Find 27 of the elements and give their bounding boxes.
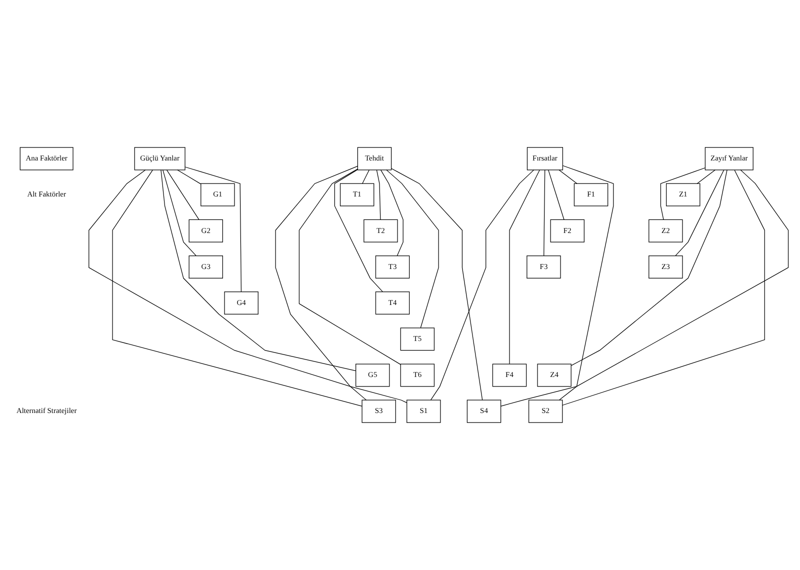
connector	[660, 168, 706, 220]
connector	[430, 170, 534, 400]
connector	[500, 170, 789, 406]
connector	[558, 170, 578, 184]
connector	[362, 170, 370, 184]
connector	[376, 170, 381, 220]
connector	[166, 170, 200, 220]
connector	[696, 170, 716, 184]
connector	[184, 166, 242, 292]
connector	[162, 170, 196, 256]
connector	[570, 170, 728, 366]
connector	[177, 170, 202, 184]
connector	[88, 170, 407, 403]
connector	[675, 170, 724, 256]
connector	[298, 168, 401, 365]
connector	[380, 170, 404, 256]
connector	[562, 170, 765, 406]
connector	[391, 168, 483, 400]
connector	[275, 166, 367, 400]
connector	[548, 170, 564, 220]
connector	[334, 169, 383, 292]
connector	[544, 170, 546, 256]
connector	[509, 170, 540, 364]
connector	[112, 170, 362, 406]
connector	[386, 170, 439, 328]
connector	[160, 170, 356, 372]
connector	[559, 165, 614, 400]
